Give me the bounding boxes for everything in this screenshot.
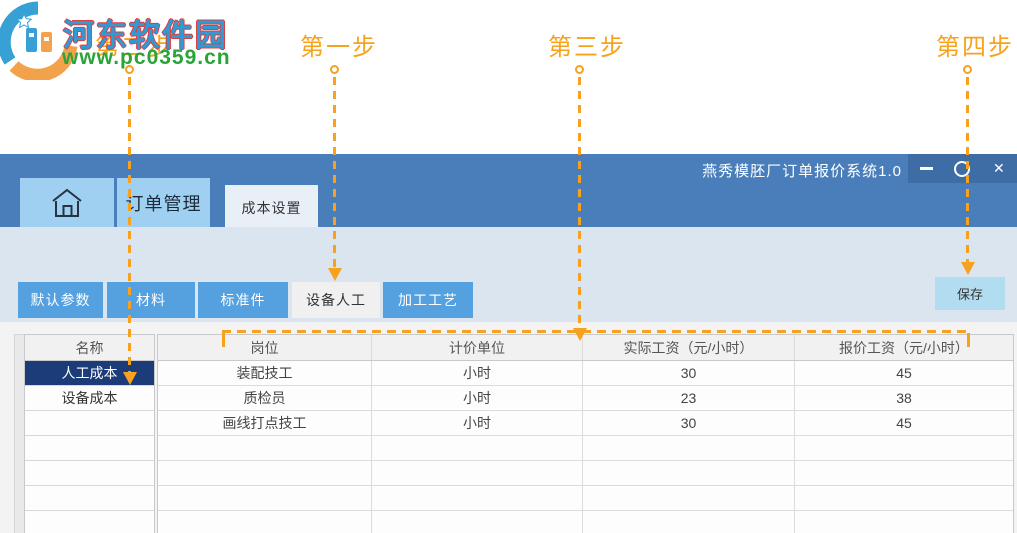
step3-bracket-left-corner xyxy=(222,330,225,347)
cell-empty xyxy=(583,436,795,460)
cell-empty xyxy=(795,511,1013,533)
list-header: 名称 xyxy=(25,335,154,361)
table-row-empty[interactable] xyxy=(158,461,1013,486)
step4-label: 第四步 xyxy=(936,35,1014,61)
titlebar: 燕秀模胚厂订单报价系统1.0 ✕ 订单管理 成本设置 xyxy=(0,154,1017,230)
step3-bracket-right-corner xyxy=(967,333,970,347)
cell-empty xyxy=(795,486,1013,510)
cell-empty xyxy=(583,511,795,533)
cell-1-1[interactable]: 小时 xyxy=(372,386,583,410)
col-header-0: 岗位 xyxy=(158,335,372,360)
cell-empty xyxy=(158,461,372,485)
cell-empty xyxy=(158,486,372,510)
toolbar-band: 默认参数材料标准件设备人工加工工艺 保存 xyxy=(0,227,1017,322)
list-item-1[interactable]: 设备成本 xyxy=(25,386,154,411)
list-item-empty[interactable] xyxy=(25,436,154,461)
home-icon xyxy=(52,188,82,217)
list-item-empty[interactable] xyxy=(25,411,154,436)
cell-2-1[interactable]: 小时 xyxy=(372,411,583,435)
step1-line-dot xyxy=(330,65,339,74)
subtab-3[interactable]: 设备人工 xyxy=(292,282,380,318)
cell-0-2[interactable]: 30 xyxy=(583,361,795,385)
step2-arrow-icon xyxy=(123,372,137,385)
watermark-logo: 河东软件园 www.pc0359.cn xyxy=(0,0,230,85)
step4-arrow-icon xyxy=(961,262,975,275)
cell-1-3[interactable]: 38 xyxy=(896,390,912,406)
col-header-3: 报价工资（元/小时） xyxy=(839,339,969,356)
site-name: 河东软件园 xyxy=(63,18,228,53)
step3-bracket-line xyxy=(222,330,970,333)
step2-dashed-line xyxy=(128,77,131,372)
table-row-empty[interactable] xyxy=(158,436,1013,461)
subtab-4[interactable]: 加工工艺 xyxy=(383,282,473,318)
col-header-1: 计价单位 xyxy=(372,335,583,360)
tab-order-management[interactable]: 订单管理 xyxy=(117,178,210,227)
minimize-icon xyxy=(919,167,933,170)
save-button[interactable]: 保存 xyxy=(935,277,1005,310)
cell-2-2[interactable]: 30 xyxy=(583,411,795,435)
site-url: www.pc0359.cn xyxy=(62,46,231,69)
home-tab[interactable] xyxy=(20,178,114,227)
step2-label: 第二步 xyxy=(95,35,173,61)
cell-empty xyxy=(583,486,795,510)
cell-2-0[interactable]: 画线打点技工 xyxy=(158,411,372,435)
cell-1-2[interactable]: 23 xyxy=(583,386,795,410)
minimize-button[interactable] xyxy=(911,154,941,183)
window-controls: ✕ xyxy=(908,154,1017,183)
step1-label: 第一步 xyxy=(300,35,378,61)
gear-icon xyxy=(954,160,971,177)
subtab-bar: 默认参数材料标准件设备人工加工工艺 xyxy=(0,282,1017,318)
step1-arrow-icon xyxy=(328,268,342,281)
step3-label: 第三步 xyxy=(548,35,626,61)
step1-dashed-line xyxy=(333,77,336,268)
cell-empty xyxy=(372,511,583,533)
subtab-2[interactable]: 标准件 xyxy=(198,282,288,318)
table-row-empty[interactable] xyxy=(158,486,1013,511)
subtab-0[interactable]: 默认参数 xyxy=(18,282,103,318)
cost-category-list: 名称 人工成本设备成本 xyxy=(24,334,155,533)
cell-empty xyxy=(158,436,372,460)
cell-0-1[interactable]: 小时 xyxy=(372,361,583,385)
list-item-empty[interactable] xyxy=(25,461,154,486)
cell-empty xyxy=(158,511,372,533)
cell-empty xyxy=(583,461,795,485)
step3-line-dot xyxy=(575,65,584,74)
list-item-empty[interactable] xyxy=(25,486,154,511)
cell-empty xyxy=(372,436,583,460)
cell-0-3[interactable]: 45 xyxy=(896,365,912,381)
cell-empty xyxy=(372,461,583,485)
cell-1-0[interactable]: 质检员 xyxy=(158,386,372,410)
content-area: 名称 人工成本设备成本 岗位计价单位实际工资（元/小时） 报价工资（元/小时） 装… xyxy=(0,322,1017,533)
table-row-empty[interactable] xyxy=(158,511,1013,533)
step4-dashed-line xyxy=(966,77,969,262)
tab-cost-settings[interactable]: 成本设置 xyxy=(225,185,318,230)
settings-button[interactable] xyxy=(947,154,977,183)
cell-2-3[interactable]: 45 xyxy=(896,415,912,431)
site-logo-icon xyxy=(0,1,78,82)
subtab-1[interactable]: 材料 xyxy=(107,282,195,318)
list-item-empty[interactable] xyxy=(25,511,154,533)
col-header-2: 实际工资（元/小时） xyxy=(583,335,795,360)
window-title: 燕秀模胚厂订单报价系统1.0 xyxy=(702,163,902,180)
close-button[interactable]: ✕ xyxy=(992,160,1005,176)
cell-empty xyxy=(372,486,583,510)
cell-empty xyxy=(795,436,1013,460)
step4-line-dot xyxy=(963,65,972,74)
cell-0-0[interactable]: 装配技工 xyxy=(158,361,372,385)
step3-dashed-line xyxy=(578,77,581,328)
cell-empty xyxy=(795,461,1013,485)
step2-line-dot xyxy=(125,65,134,74)
